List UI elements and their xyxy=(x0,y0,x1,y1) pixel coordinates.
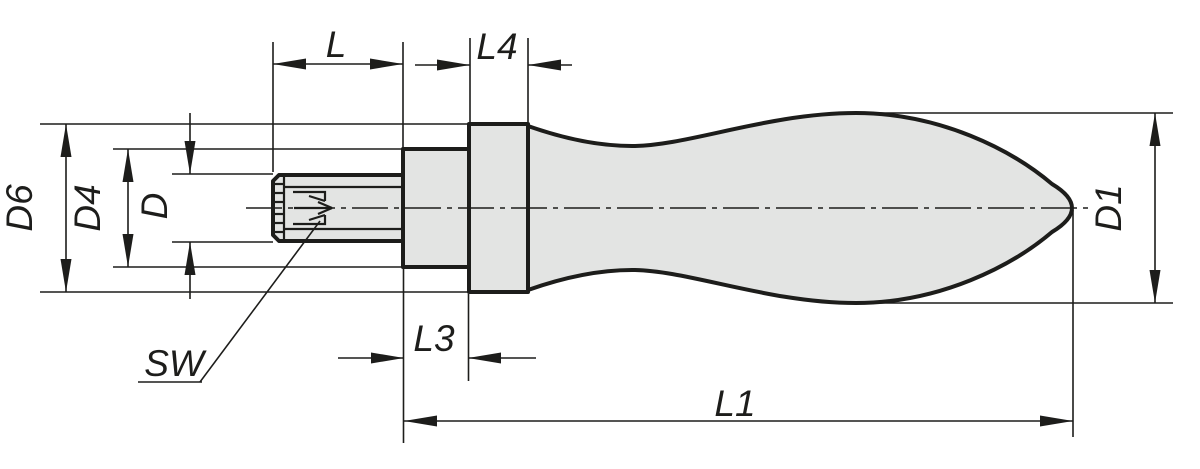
callout-SW: SW xyxy=(138,220,321,384)
arrowhead-right xyxy=(370,58,403,70)
arrowhead-down xyxy=(122,234,134,267)
arrowhead-down xyxy=(184,141,196,174)
dimension-D6: D6 xyxy=(0,124,72,292)
dim-label-L: L xyxy=(326,24,347,65)
arrowhead-up xyxy=(122,149,134,182)
sw-leader-line xyxy=(199,220,321,383)
dim-label-SW: SW xyxy=(144,343,207,384)
dimension-D: D xyxy=(134,113,196,299)
dim-label-L3: L3 xyxy=(413,318,455,359)
dim-label-D6: D6 xyxy=(0,184,40,232)
arrowhead-right xyxy=(437,59,470,71)
dim-label-L1: L1 xyxy=(714,383,755,424)
dimension-D1: D1 xyxy=(1088,113,1161,303)
arrowhead-left xyxy=(404,415,437,427)
dim-label-D1: D1 xyxy=(1088,184,1129,231)
dim-label-L4: L4 xyxy=(476,26,517,67)
arrowhead-down xyxy=(1149,270,1161,303)
dimension-L3: L3 xyxy=(338,318,536,364)
dimension-L4: L4 xyxy=(415,26,572,71)
arrowhead-left xyxy=(528,59,561,71)
arrowhead-down xyxy=(60,259,72,292)
arrowhead-right xyxy=(1040,415,1073,427)
dimension-L: L xyxy=(273,24,403,70)
hex-flat-ticks xyxy=(273,182,284,234)
dimension-D4: D4 xyxy=(67,149,134,267)
arrowhead-left xyxy=(468,352,501,364)
arrowhead-up xyxy=(184,242,196,275)
dim-label-D: D xyxy=(134,193,175,220)
arrowhead-up xyxy=(60,124,72,157)
arrowhead-left xyxy=(273,58,306,70)
dim-label-D4: D4 xyxy=(67,184,108,231)
arrowhead-up xyxy=(1149,113,1161,146)
dimension-L1: L1 xyxy=(404,383,1073,427)
arrowhead-right xyxy=(371,352,404,364)
